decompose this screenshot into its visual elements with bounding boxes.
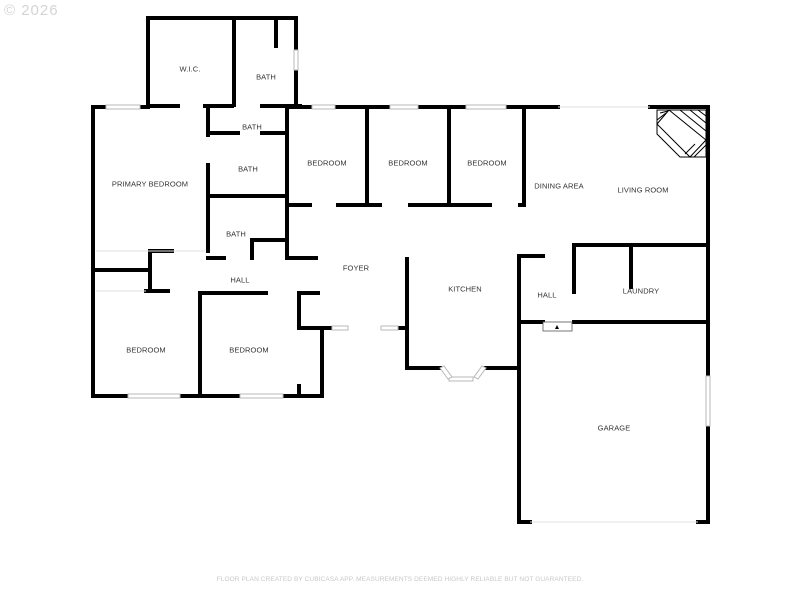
room-label-living-room: LIVING ROOM — [617, 185, 669, 195]
room-label-bedroom-4: BEDROOM — [126, 345, 166, 355]
room-label-bedroom-2: BEDROOM — [388, 158, 428, 168]
room-label-foyer: FOYER — [342, 263, 370, 273]
walls — [91, 16, 710, 524]
room-label-bath-lower: BATH — [226, 229, 246, 239]
room-label-garage: GARAGE — [597, 423, 631, 433]
up-arrow-icon — [542, 321, 573, 332]
footer-disclaimer: FLOOR PLAN CREATED BY CUBICASA APP. MEAS… — [216, 576, 584, 583]
room-label-dining-area: DINING AREA — [534, 181, 584, 191]
fireplace-icon — [656, 109, 707, 158]
room-label-bath-mid: BATH — [238, 164, 258, 174]
room-label-primary-bedroom: PRIMARY BEDROOM — [111, 179, 189, 189]
room-label-bedroom-1: BEDROOM — [307, 158, 347, 168]
room-label-hall-west: HALL — [230, 275, 250, 285]
room-label-bedroom-5: BEDROOM — [229, 345, 269, 355]
room-label-laundry: LAUNDRY — [622, 286, 660, 296]
room-label-bedroom-3: BEDROOM — [467, 158, 507, 168]
copyright-watermark: © 2026 — [4, 2, 59, 19]
room-label-bath-small: BATH — [242, 122, 262, 132]
windows — [105, 49, 711, 427]
room-label-kitchen: KITCHEN — [448, 284, 482, 294]
room-label-wic: W.I.C. — [179, 64, 201, 74]
room-label-hall-east: HALL — [537, 290, 557, 300]
room-label-bath-upper: BATH — [256, 72, 276, 82]
